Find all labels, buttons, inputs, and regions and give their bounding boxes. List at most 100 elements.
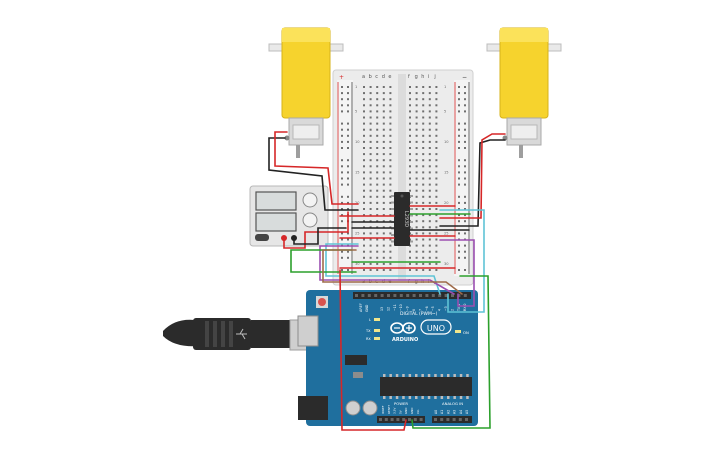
row-label-1: 1 [444, 85, 446, 89]
analog-header [432, 416, 472, 423]
rx-led-label: RX [366, 337, 371, 341]
power-header [377, 416, 425, 423]
arduino-usb-port[interactable] [297, 315, 319, 347]
column-label-f: f [408, 74, 410, 80]
digital-pin-label: 8 [412, 309, 416, 311]
power-supply[interactable] [249, 185, 329, 247]
digital-pin-label: ~3 [444, 306, 448, 311]
digital-pin-label: ~5 [431, 306, 435, 311]
digital-pin-label: ~11 [393, 304, 397, 311]
analog-pin-label: A0 [434, 410, 438, 414]
column-label-b: b [369, 74, 372, 80]
row-label-30: 30 [444, 262, 449, 266]
power-pin-label: Vin [416, 409, 420, 414]
row-label-10: 10 [355, 140, 360, 144]
uno-label: UNO [427, 324, 445, 333]
column-label-i: i [428, 74, 429, 80]
chip-label: L293D [403, 211, 409, 227]
wire-red-5v[interactable] [339, 269, 407, 431]
digital-pin-label: 7 [418, 309, 422, 311]
power-pin-label: IOREF [381, 405, 385, 414]
arduino-logo-icon [390, 322, 416, 334]
row-label-10: 10 [444, 140, 449, 144]
digital-pin-label: TX 1 [457, 304, 461, 312]
digital-pin-label: ~6 [425, 306, 429, 311]
dc-motor-right[interactable] [486, 27, 562, 158]
on-led [455, 330, 461, 333]
digital-pin-label: 13 [380, 307, 384, 311]
wire-brown-signal[interactable] [322, 249, 463, 295]
wire-green-gnd[interactable] [411, 275, 491, 429]
wire-motor-right-black[interactable] [439, 139, 506, 227]
wire-purple-signal-2[interactable] [319, 245, 455, 295]
analog-label: ANALOG IN [442, 401, 463, 406]
digital-pin-label: 4 [438, 309, 442, 311]
usb-cable[interactable] [163, 318, 313, 351]
wires [268, 131, 506, 431]
digital-header [353, 292, 471, 299]
current-display [255, 212, 297, 232]
wire-supply-black[interactable] [293, 227, 347, 245]
voltage-knob[interactable] [302, 192, 318, 208]
digital-pin-label: ~10 [399, 304, 403, 311]
row-label-5: 5 [355, 109, 357, 113]
rail-minus-label: − [462, 74, 467, 81]
column-label-h: h [421, 74, 424, 80]
power-pin-label: 5V [398, 410, 402, 414]
row-label-1: 1 [355, 85, 357, 89]
power-pin-label: 3.3V [393, 408, 397, 414]
gnd-pin-label: GND [365, 304, 369, 312]
digital-pin-label: RX 0 [463, 304, 467, 311]
column-label-a: a [362, 74, 365, 80]
wire-cyan-signal[interactable] [439, 209, 485, 313]
wire-purple-signal[interactable] [439, 239, 475, 307]
breadboard-holes [341, 86, 466, 271]
arduino-brand: ARDUINO [392, 337, 418, 343]
aref-label: AREF [359, 303, 363, 312]
voltage-display [255, 191, 297, 211]
row-label-25: 25 [444, 231, 449, 235]
dc-motor-left[interactable] [268, 27, 344, 158]
analog-pin-label: A1 [440, 410, 444, 414]
current-knob[interactable] [302, 212, 318, 228]
power-pin-label: RESET [387, 405, 391, 414]
wire-motor-right-red[interactable] [439, 133, 506, 219]
row-label-30: 30 [355, 262, 360, 266]
column-label-j: j [433, 74, 435, 80]
wire-motor-left-black[interactable] [268, 137, 359, 211]
analog-pin-label: A5 [465, 410, 469, 414]
row-label-20: 20 [355, 201, 360, 205]
digital-label: DIGITAL (PWM~) [400, 311, 438, 317]
row-label-25: 25 [355, 231, 360, 235]
atmega-chip [380, 377, 472, 396]
power-pin-label: GND [404, 408, 408, 414]
power-label: POWER [394, 401, 408, 406]
usb-icon [236, 328, 247, 340]
column-label-g: g [415, 74, 418, 80]
wire-motor-left-red[interactable] [274, 131, 359, 205]
digital-pin-label: ~9 [406, 306, 410, 311]
row-label-15: 15 [444, 170, 449, 174]
arduino-dc-jack[interactable] [298, 396, 328, 420]
power-switch[interactable] [255, 234, 269, 241]
row-label-20: 20 [444, 201, 449, 205]
uno-badge [420, 319, 452, 335]
analog-pin-label: A3 [453, 410, 457, 414]
digital-pin-label: 2 [450, 309, 454, 311]
rx-led [374, 337, 380, 340]
rail-plus-label: + [339, 74, 344, 81]
analog-pin-label: A4 [459, 410, 463, 414]
analog-pin-label: A2 [446, 410, 450, 414]
column-label-e: e [388, 74, 391, 80]
column-label-c: c [375, 74, 378, 80]
wire-supply-red[interactable] [283, 211, 349, 249]
row-label-5: 5 [444, 109, 446, 113]
tx-led-label: TX [365, 329, 371, 333]
digital-pin-label: 12 [386, 307, 390, 311]
power-rail-right [454, 80, 470, 276]
l-led [374, 318, 380, 321]
